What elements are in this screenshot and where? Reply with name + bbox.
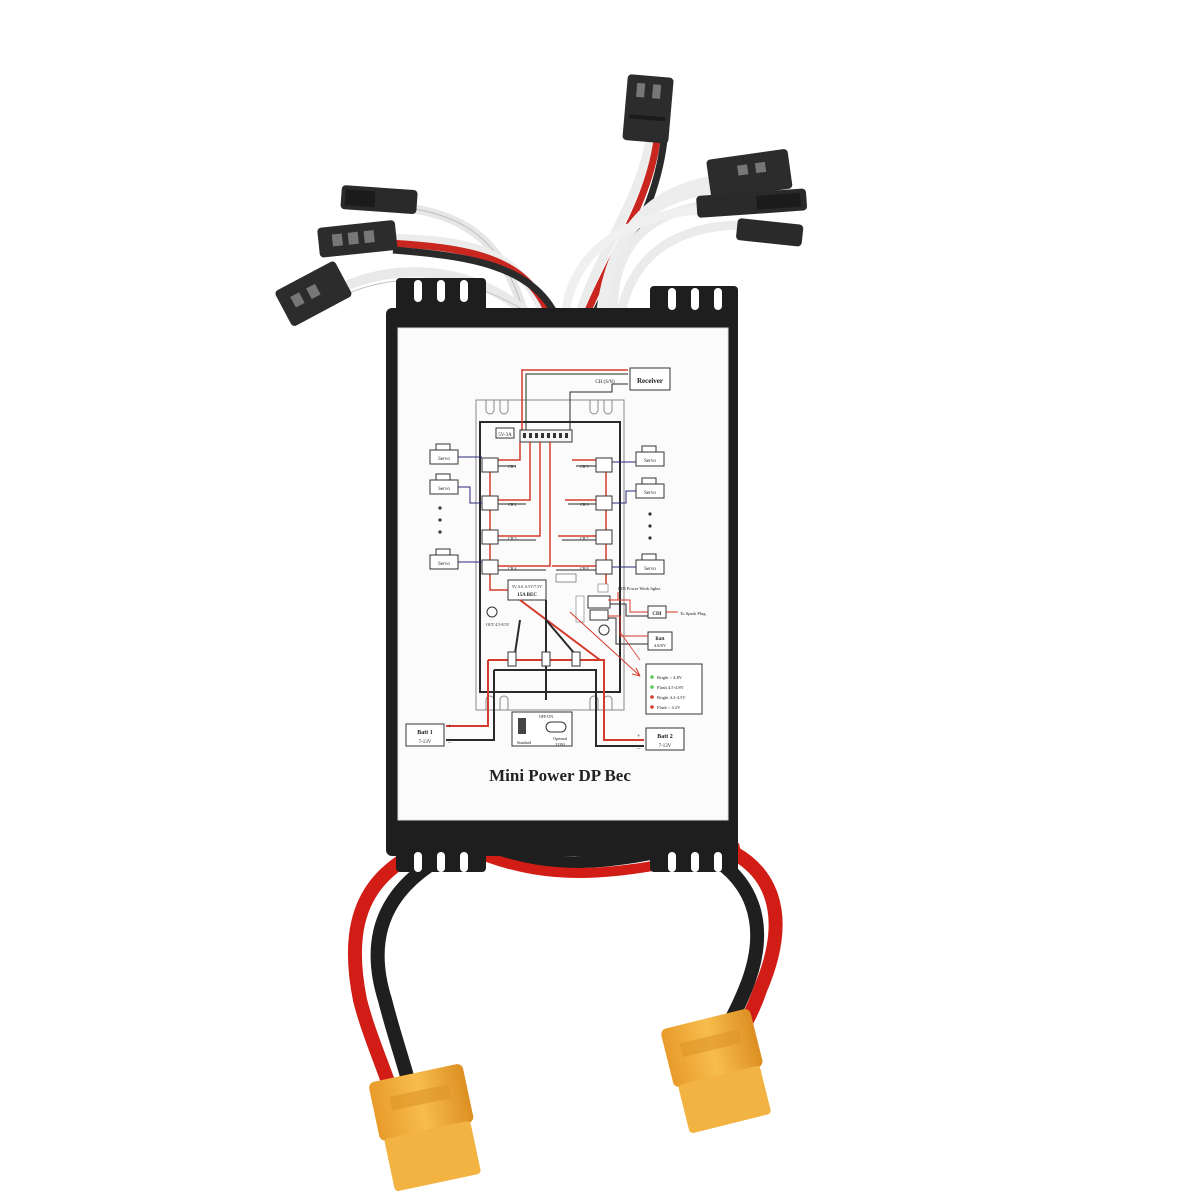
servo-connector-right-1 — [706, 149, 793, 200]
batt1-plus: + — [448, 724, 452, 730]
legend-2: Flash 4.5-4.8V — [657, 685, 685, 690]
output-label: OUT 4.5-8.5V — [486, 622, 509, 627]
xt60-connector-left — [369, 1064, 481, 1191]
batt2-minus: – — [636, 746, 641, 752]
ch-left-4: CH 4 — [508, 566, 517, 571]
ch-right-1: CH 5 — [580, 464, 589, 469]
switch-left-label: Standard — [517, 740, 531, 745]
ch-right-4: CH 8 — [580, 566, 589, 571]
ch-right-2: CH 6 — [580, 502, 589, 507]
servo-connector-right-2 — [696, 188, 807, 218]
servo-connector-left-2 — [317, 220, 398, 258]
cdi-power-label: CDI Power Work lights — [618, 586, 661, 591]
batt-right-name: Batt — [655, 637, 665, 642]
servo-label-r1: Servo — [644, 459, 656, 464]
ch-left-1: CH 1 — [508, 464, 517, 469]
legend-4: Flash < 4.2V — [657, 705, 681, 710]
led-legend: Bright > 4.8V Flash 4.5-4.8V Bright 4.2-… — [650, 675, 686, 710]
switch-top-label: OFF/ON — [539, 714, 553, 719]
batt2-plus: + — [637, 734, 641, 740]
product-title: Mini Power DP Bec — [489, 766, 631, 785]
servo-connector-left-3 — [275, 261, 352, 326]
switch-right-label-2: 33393 — [555, 742, 565, 747]
batt2-volt: 7-13V — [659, 744, 672, 749]
servo-connector-left-1 — [340, 185, 418, 214]
batt-right-volt: 4.8/6V — [654, 643, 667, 648]
batt1-minus: – — [447, 740, 452, 746]
xt60-connector-right — [661, 1009, 771, 1133]
servo-connector-right-3 — [736, 218, 804, 247]
fuse-label: 5V-3A — [498, 433, 512, 438]
legend-1: Bright > 4.8V — [657, 675, 683, 680]
servo-connector-top-center — [622, 74, 674, 144]
batt1-name: Batt 1 — [417, 730, 433, 736]
wiring-diagram: Receiver CH (S/N) 5V-3A — [405, 367, 706, 752]
legend-3: Bright 4.2-4.5V — [657, 695, 686, 700]
bec-line2: 15A BEC — [517, 593, 537, 598]
spark-label: To Spark Plug — [680, 611, 706, 616]
receiver-label: Receiver — [637, 377, 663, 385]
bec-line1: 5V, 6.0, 6.5V/7.5V — [512, 584, 542, 590]
batt2-name: Batt 2 — [657, 734, 673, 740]
servo-label-l3: Servo — [438, 562, 450, 567]
servo-icons-right — [612, 445, 665, 575]
ch-left-2: CH 2 — [508, 502, 517, 507]
servo-icons-left — [429, 443, 482, 570]
servo-label-r3: Servo — [644, 567, 656, 572]
servo-label-l2: Servo — [438, 487, 450, 492]
servo-label-r2: Servo — [644, 491, 656, 496]
ch-right-3: CH 7 — [580, 536, 589, 541]
ch-left-3: CH 3 — [508, 536, 517, 541]
cdi-label: CDI — [652, 612, 661, 617]
batt1-volt: 7-13V — [419, 740, 432, 745]
servo-label-l1: Servo — [438, 457, 450, 462]
receiver-channel-label: CH (S/N) — [595, 380, 615, 385]
switch-right-label-1: Optional — [553, 736, 568, 741]
